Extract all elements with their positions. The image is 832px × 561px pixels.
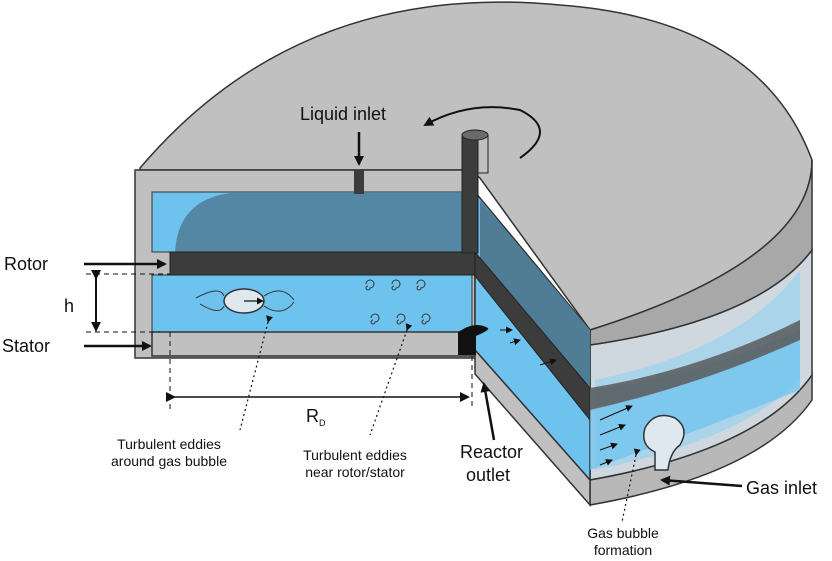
label-bubble-formation: Gas bubble formation	[563, 525, 683, 559]
liquid-gap	[151, 274, 473, 333]
label-rd: RD	[306, 406, 326, 428]
rotor-disc	[169, 251, 476, 276]
label-h: h	[64, 296, 75, 316]
label-rotor: Rotor	[4, 254, 49, 274]
inner-curve-liquid	[590, 330, 800, 470]
eddy-spirals	[365, 279, 431, 325]
lid-rim	[589, 159, 813, 346]
velocity-profile	[500, 326, 633, 466]
eddy-lines	[195, 290, 295, 312]
cut-face-dark	[480, 200, 590, 390]
shaft	[461, 134, 479, 254]
label-eddies-bubble-2: around gas bubble	[111, 453, 227, 469]
label-liquid-inlet: Liquid inlet	[300, 104, 387, 124]
label-gas-inlet: Gas inlet	[746, 478, 818, 498]
forming-bubble	[643, 414, 685, 471]
label-bubble-formation-2: formation	[593, 542, 653, 558]
stator-plate	[151, 331, 476, 357]
shaft-right	[477, 134, 489, 174]
label-eddies-rotor: Turbulent eddies near rotor/stator	[282, 447, 428, 481]
label-eddies-bubble-1: Turbulent eddies	[117, 436, 221, 452]
outlet-arrow	[480, 382, 496, 441]
label-eddies-bubble: Turbulent eddies around gas bubble	[96, 436, 242, 470]
label-rd-sub: D	[319, 418, 326, 428]
label-reactor-outlet-1: Reactor	[460, 442, 524, 462]
label-eddies-rotor-2: near rotor/stator	[305, 464, 405, 480]
rotation-arrow	[423, 106, 541, 159]
rotor-curve	[590, 320, 800, 410]
stator-cut	[474, 348, 591, 507]
bottom-ring	[589, 372, 813, 506]
label-reactor-outlet-2: outlet	[466, 465, 511, 485]
liquid-upper-shadow	[175, 193, 472, 252]
gas-inlet-arrow	[660, 475, 743, 488]
liquid-inlet-nozzle	[354, 170, 364, 194]
label-reactor-outlet: Reactor outlet	[460, 441, 523, 487]
label-eddies-rotor-1: Turbulent eddies	[303, 447, 407, 463]
label-bubble-formation-1: Gas bubble	[587, 525, 659, 541]
shaft-top	[461, 129, 489, 141]
label-stator: Stator	[2, 336, 51, 356]
outlet-nozzle	[458, 325, 489, 355]
label-rd-main: R	[306, 406, 319, 426]
